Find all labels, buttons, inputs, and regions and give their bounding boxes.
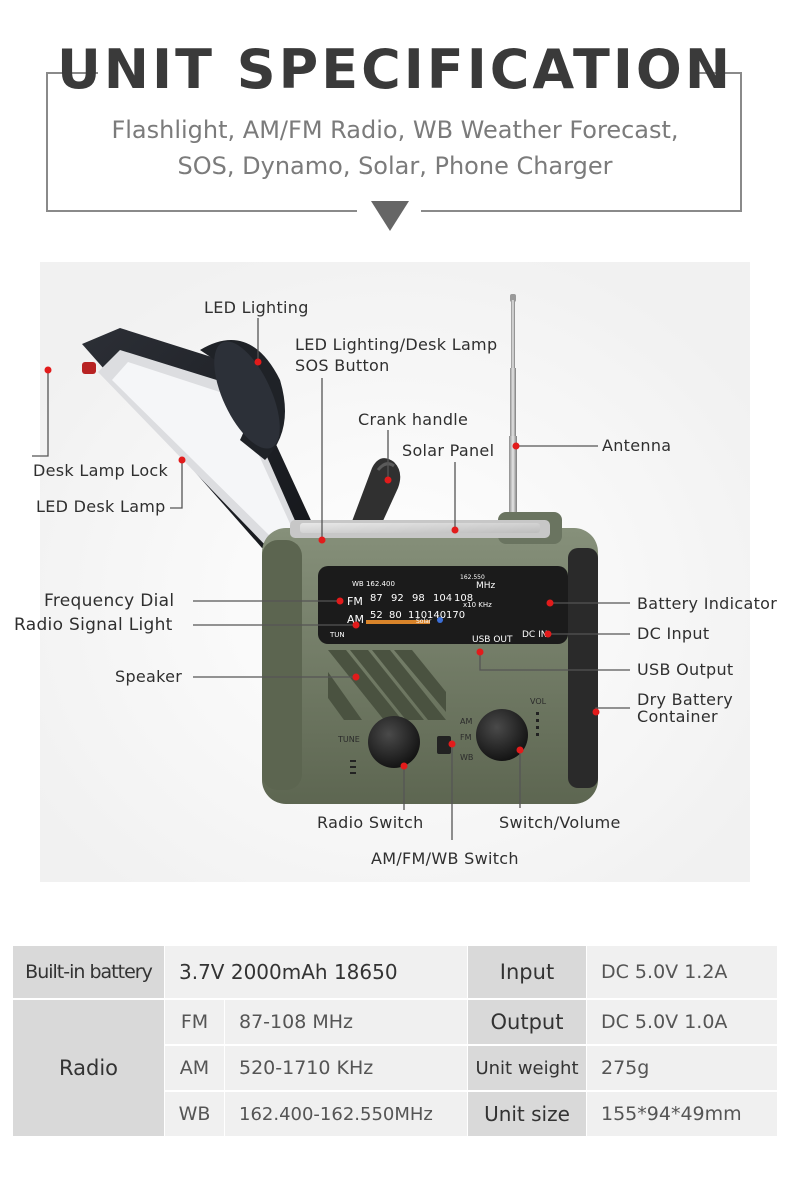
dial-solar: Solar xyxy=(416,618,432,625)
spec-size-value: 155*94*49mm xyxy=(587,1092,777,1136)
label-dc-input: DC Input xyxy=(637,624,710,643)
spec-radio-label: Radio xyxy=(13,1000,164,1136)
spec-am-range: 520-1710 KHz xyxy=(225,1046,467,1090)
callout-dots xyxy=(44,358,600,770)
spec-am-band: AM xyxy=(165,1046,224,1090)
spec-fm-range: 87-108 MHz xyxy=(225,1000,467,1044)
spec-weight-label: Unit weight xyxy=(468,1046,586,1090)
antenna-rod xyxy=(509,294,517,526)
dial-am-tick-4: 170 xyxy=(446,610,465,621)
label-battery-indicator: Battery Indicator xyxy=(637,594,778,613)
label-switch-volume: Switch/Volume xyxy=(499,813,621,832)
spec-builtin-battery-value: 3.7V 2000mAh 18650 xyxy=(165,946,467,998)
label-frequency-dial: Frequency Dial xyxy=(44,591,175,611)
dial-am-tick-2: 110 xyxy=(408,610,427,621)
label-antenna: Antenna xyxy=(602,436,672,455)
label-radio-signal-light: Radio Signal Light xyxy=(14,615,173,635)
page-subtitle-line1: Flashlight, AM/FM Radio, WB Weather Fore… xyxy=(111,116,679,144)
label-dry-battery-line2: Container xyxy=(637,707,718,726)
label-solar-panel: Solar Panel xyxy=(402,441,495,460)
spec-input-label: Input xyxy=(468,946,586,998)
dial-wb-text: WB 162.400 xyxy=(352,580,395,588)
tune-label: TUNE xyxy=(337,735,360,744)
label-led-lighting: LED Lighting xyxy=(204,298,309,317)
spec-output-label: Output xyxy=(468,1000,586,1044)
label-am-fm-wb-switch: AM/FM/WB Switch xyxy=(371,849,519,868)
header-arrow-icon xyxy=(371,201,409,231)
spec-table: Built-in battery 3.7V 2000mAh 18650 Inpu… xyxy=(13,946,777,1136)
dial-am-tick-1: 80 xyxy=(389,610,402,621)
label-desk-lamp-lock: Desk Lamp Lock xyxy=(33,461,169,480)
label-speaker: Speaker xyxy=(115,667,183,686)
label-desk-sos-line2: SOS Button xyxy=(295,356,390,375)
label-usb-output: USB Output xyxy=(637,660,734,679)
page-title: UNIT SPECIFICATION xyxy=(56,38,734,101)
spec-size-label: Unit size xyxy=(468,1092,586,1136)
dial-fm-tick-4: 108 xyxy=(454,593,473,604)
spec-output-value: DC 5.0V 1.0A xyxy=(587,1000,777,1044)
lamp-lid xyxy=(82,328,320,556)
label-led-desk-lamp: LED Desk Lamp xyxy=(36,497,166,516)
dial-fm-tick-2: 98 xyxy=(412,593,425,604)
dial-fm-tick-3: 104 xyxy=(433,593,452,604)
spec-input-value: DC 5.0V 1.2A xyxy=(587,946,777,998)
radio-body xyxy=(262,512,598,804)
dial-am-tick-0: 52 xyxy=(370,610,383,621)
callout-lines xyxy=(32,318,630,840)
spec-weight-value: 275g xyxy=(587,1046,777,1090)
spec-fm-band: FM xyxy=(165,1000,224,1044)
dial-fm-tick-1: 92 xyxy=(391,593,404,604)
dial-fm-tick-0: 87 xyxy=(370,593,383,604)
dial-tun: TUN xyxy=(329,631,345,639)
dc-in-label: DC IN xyxy=(522,630,547,640)
dial-mhz: MHz xyxy=(476,581,496,591)
dial-fm-label: FM xyxy=(347,595,363,608)
label-desk-sos-line1: LED Lighting/Desk Lamp xyxy=(295,335,498,354)
label-radio-switch: Radio Switch xyxy=(317,813,424,832)
dial-khz: x10 KHz xyxy=(463,601,492,609)
label-crank-handle: Crank handle xyxy=(358,410,469,429)
spec-wb-range: 162.400-162.550MHz xyxy=(225,1092,467,1136)
dial-wb-end: 162.550 xyxy=(460,574,485,581)
label-dry-battery-line1: Dry Battery xyxy=(637,690,733,709)
spec-builtin-battery-label: Built-in battery xyxy=(13,946,164,998)
dial-am-tick-3: 140 xyxy=(427,610,446,621)
switch-am-label: AM xyxy=(460,717,472,726)
page-subtitle-line2: SOS, Dynamo, Solar, Phone Charger xyxy=(177,152,613,180)
dial-am-label: AM xyxy=(347,613,364,626)
product-illustration: WB 162.400 162.550 MHz FM AM x10 KHz Sol… xyxy=(32,262,750,882)
header-frame xyxy=(46,72,742,212)
spec-wb-band: WB xyxy=(165,1092,224,1136)
vol-label: VOL xyxy=(530,697,547,706)
usb-out-label: USB OUT xyxy=(472,635,513,645)
switch-wb-label: WB xyxy=(460,753,473,762)
switch-fm-label: FM xyxy=(460,733,472,742)
